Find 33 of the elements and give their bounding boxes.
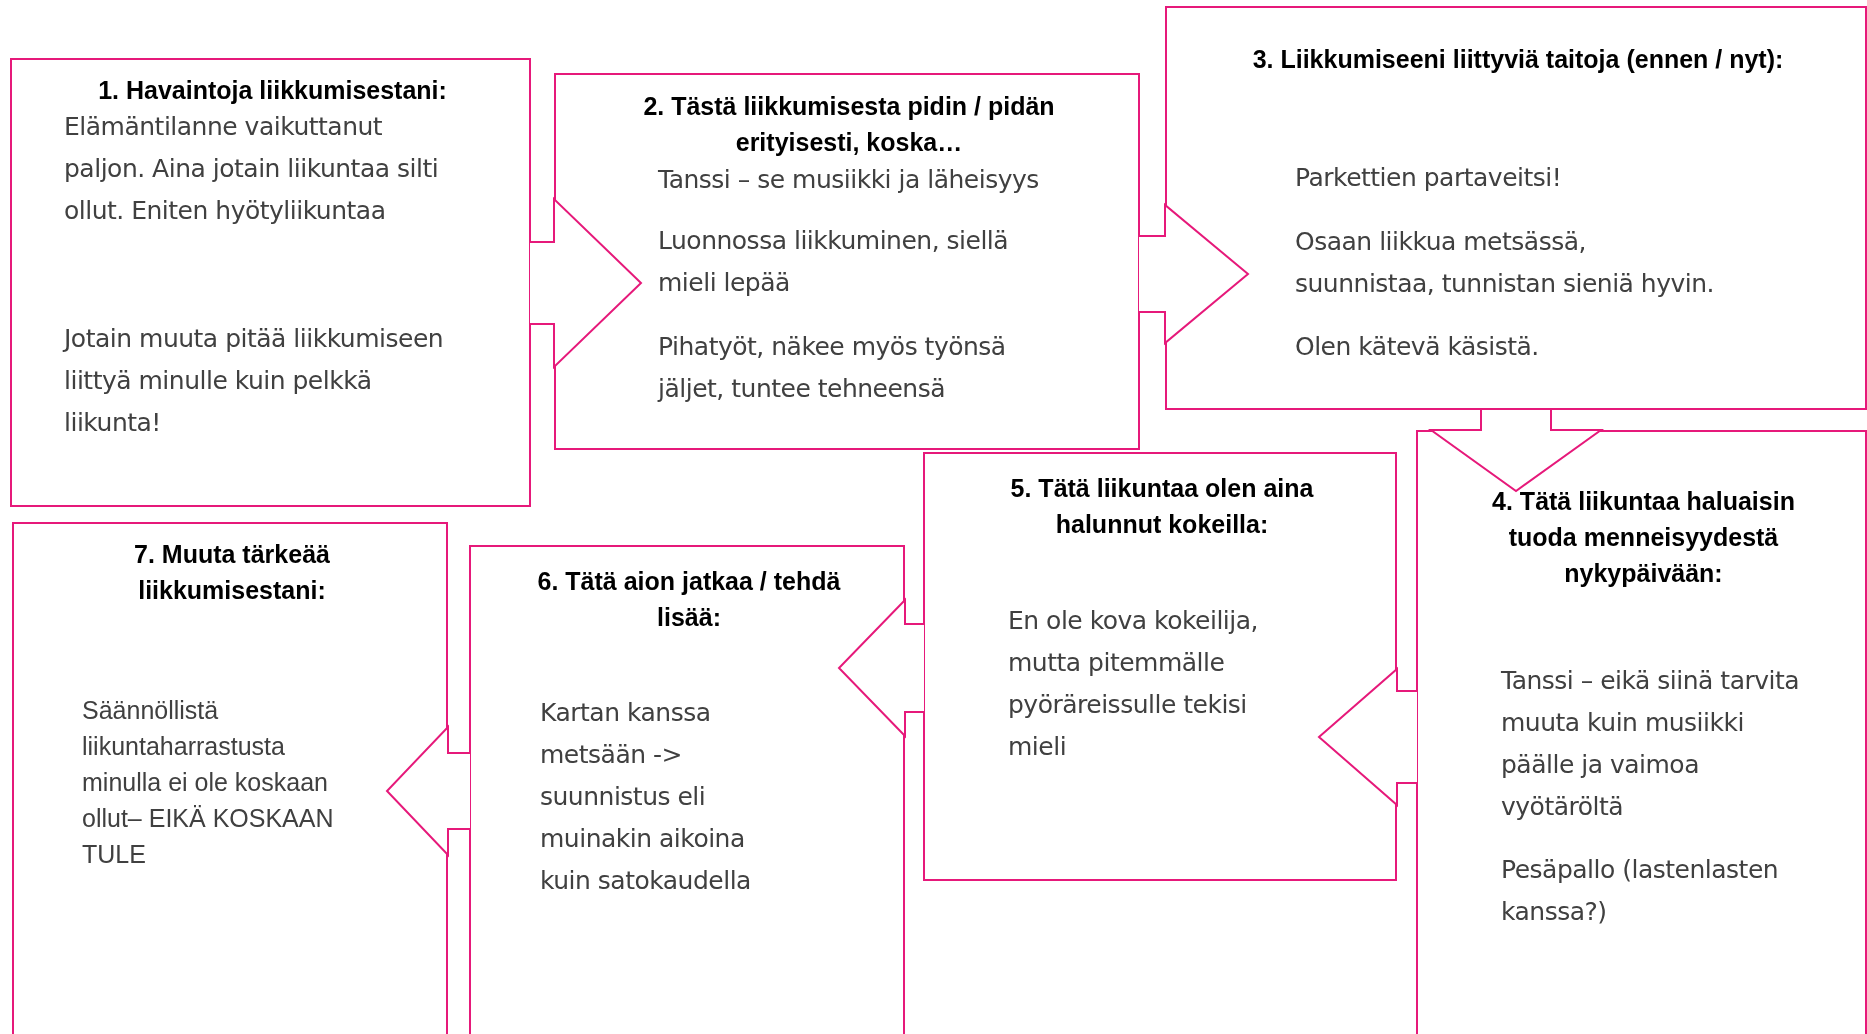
text-panel [923, 452, 1397, 881]
panel-text: Tanssi – eikä siinä tarvita muuta kuin musiikki päälle ja vaimoa vyötäröltä [1501, 665, 1801, 823]
panel-text: Olen kätevä käsistä. [1295, 331, 1540, 363]
panel-heading: 3. Liikkumiseeni liittyviä taitoja (ennen / nyt): [1251, 44, 1785, 75]
panel-text: Parkettien partaveitsi! [1295, 162, 1563, 194]
block-arrow [1317, 666, 1418, 808]
panel-heading: 7. Muuta tärkeää liikkumisestani: [133, 539, 331, 606]
panel-text: Pesäpallo (lastenlasten kanssa?) [1501, 854, 1780, 928]
text-panel [1165, 6, 1867, 410]
panel-text: Osaan liikkua metsässä, suunnistaa, tunnistan sieniä hyvin. [1295, 226, 1715, 300]
panel-text: Jotain muuta pitää liikkumiseen liittyä minulle kuin pelkkä liikunta! [64, 323, 445, 439]
panel-text: Tanssi – se musiikki ja läheisyys [658, 164, 1040, 196]
text-panel [554, 73, 1140, 450]
block-arrow [385, 724, 471, 858]
panel-text: Elämäntilanne vaikuttanut paljon. Aina jotain liikuntaa silti ollut. Eniten hyötyliikuntaa [64, 111, 440, 227]
text-panel [469, 545, 905, 1034]
panel-heading: 6. Tätä aion jatkaa / tehdä lisää: [536, 566, 842, 633]
panel-text: Säännöllistä liikuntaharrastusta minulla ei ole koskaan ollut– EIKÄ KOSKAAN TULE [82, 695, 335, 870]
panel-heading: 5. Tätä liikuntaa olen aina halunnut kokeilla: [1009, 473, 1315, 540]
text-panel [1416, 430, 1867, 1034]
text-panel [10, 58, 531, 507]
panel-heading: 4. Tätä liikuntaa haluaisin tuoda menneisyydestä nykypäivään: [1491, 486, 1796, 589]
block-arrow [1427, 409, 1605, 493]
panel-text: Kartan kanssa metsään -> suunnistus eli muinakin aikoina kuin satokaudella [540, 697, 752, 897]
panel-heading: 2. Tästä liikkumisesta pidin / pidän erityisesti, koska… [642, 91, 1056, 158]
block-arrow [837, 597, 925, 739]
panel-text: Luonnossa liikkuminen, siellä mieli lepää [658, 225, 1010, 299]
panel-heading: 1. Havaintoja liikkumisestani: [97, 75, 448, 106]
block-arrow [529, 196, 643, 370]
panel-text: En ole kova kokeilija, mutta pitemmälle pyöräreissulle tekisi mieli [1008, 605, 1259, 763]
panel-text: Pihatyöt, näkee myös työnsä jäljet, tuntee tehneensä [658, 331, 1007, 405]
text-panel [12, 522, 448, 1034]
block-arrow [1138, 202, 1250, 346]
